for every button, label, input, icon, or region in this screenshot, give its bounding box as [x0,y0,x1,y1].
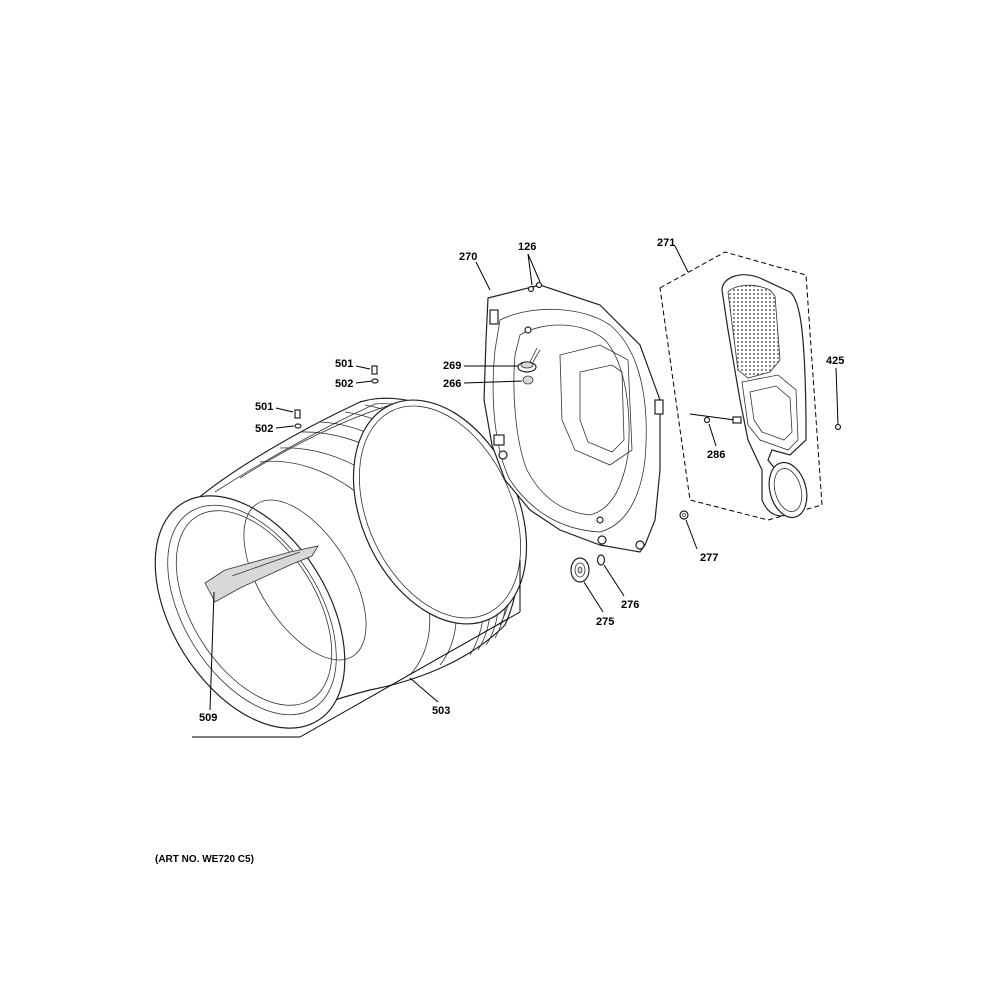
callout-286: 286 [707,449,725,461]
callout-275: 275 [596,616,614,628]
duct-assembly-boundary [659,251,823,521]
callout-502-lower: 502 [255,423,273,435]
rear-bulkhead [483,284,664,553]
callout-503: 503 [432,705,450,717]
callout-271: 271 [657,237,675,249]
callout-501-upper: 501 [335,358,353,370]
art-number: (ART NO. WE720 C5) [155,854,254,865]
leader-lines [209,245,839,711]
washer-276 [596,554,606,566]
dryer-drum [154,397,528,738]
screws-501-502 [294,365,379,429]
screw-425 [834,423,842,431]
callout-501-lower: 501 [255,401,273,413]
callout-502-upper: 502 [335,378,353,390]
callout-509: 509 [199,712,217,724]
nut-277 [679,510,689,520]
sensor-286 [689,413,742,424]
screws-126 [527,281,543,293]
callout-126: 126 [518,241,536,253]
lint-duct-cover [721,274,808,519]
callout-276: 276 [621,599,639,611]
callout-277: 277 [700,552,718,564]
callout-270: 270 [459,251,477,263]
callout-425: 425 [826,355,844,367]
callout-266: 266 [443,378,461,390]
callout-269: 269 [443,360,461,372]
bearing-assembly [517,347,541,385]
roller-275 [570,557,590,583]
